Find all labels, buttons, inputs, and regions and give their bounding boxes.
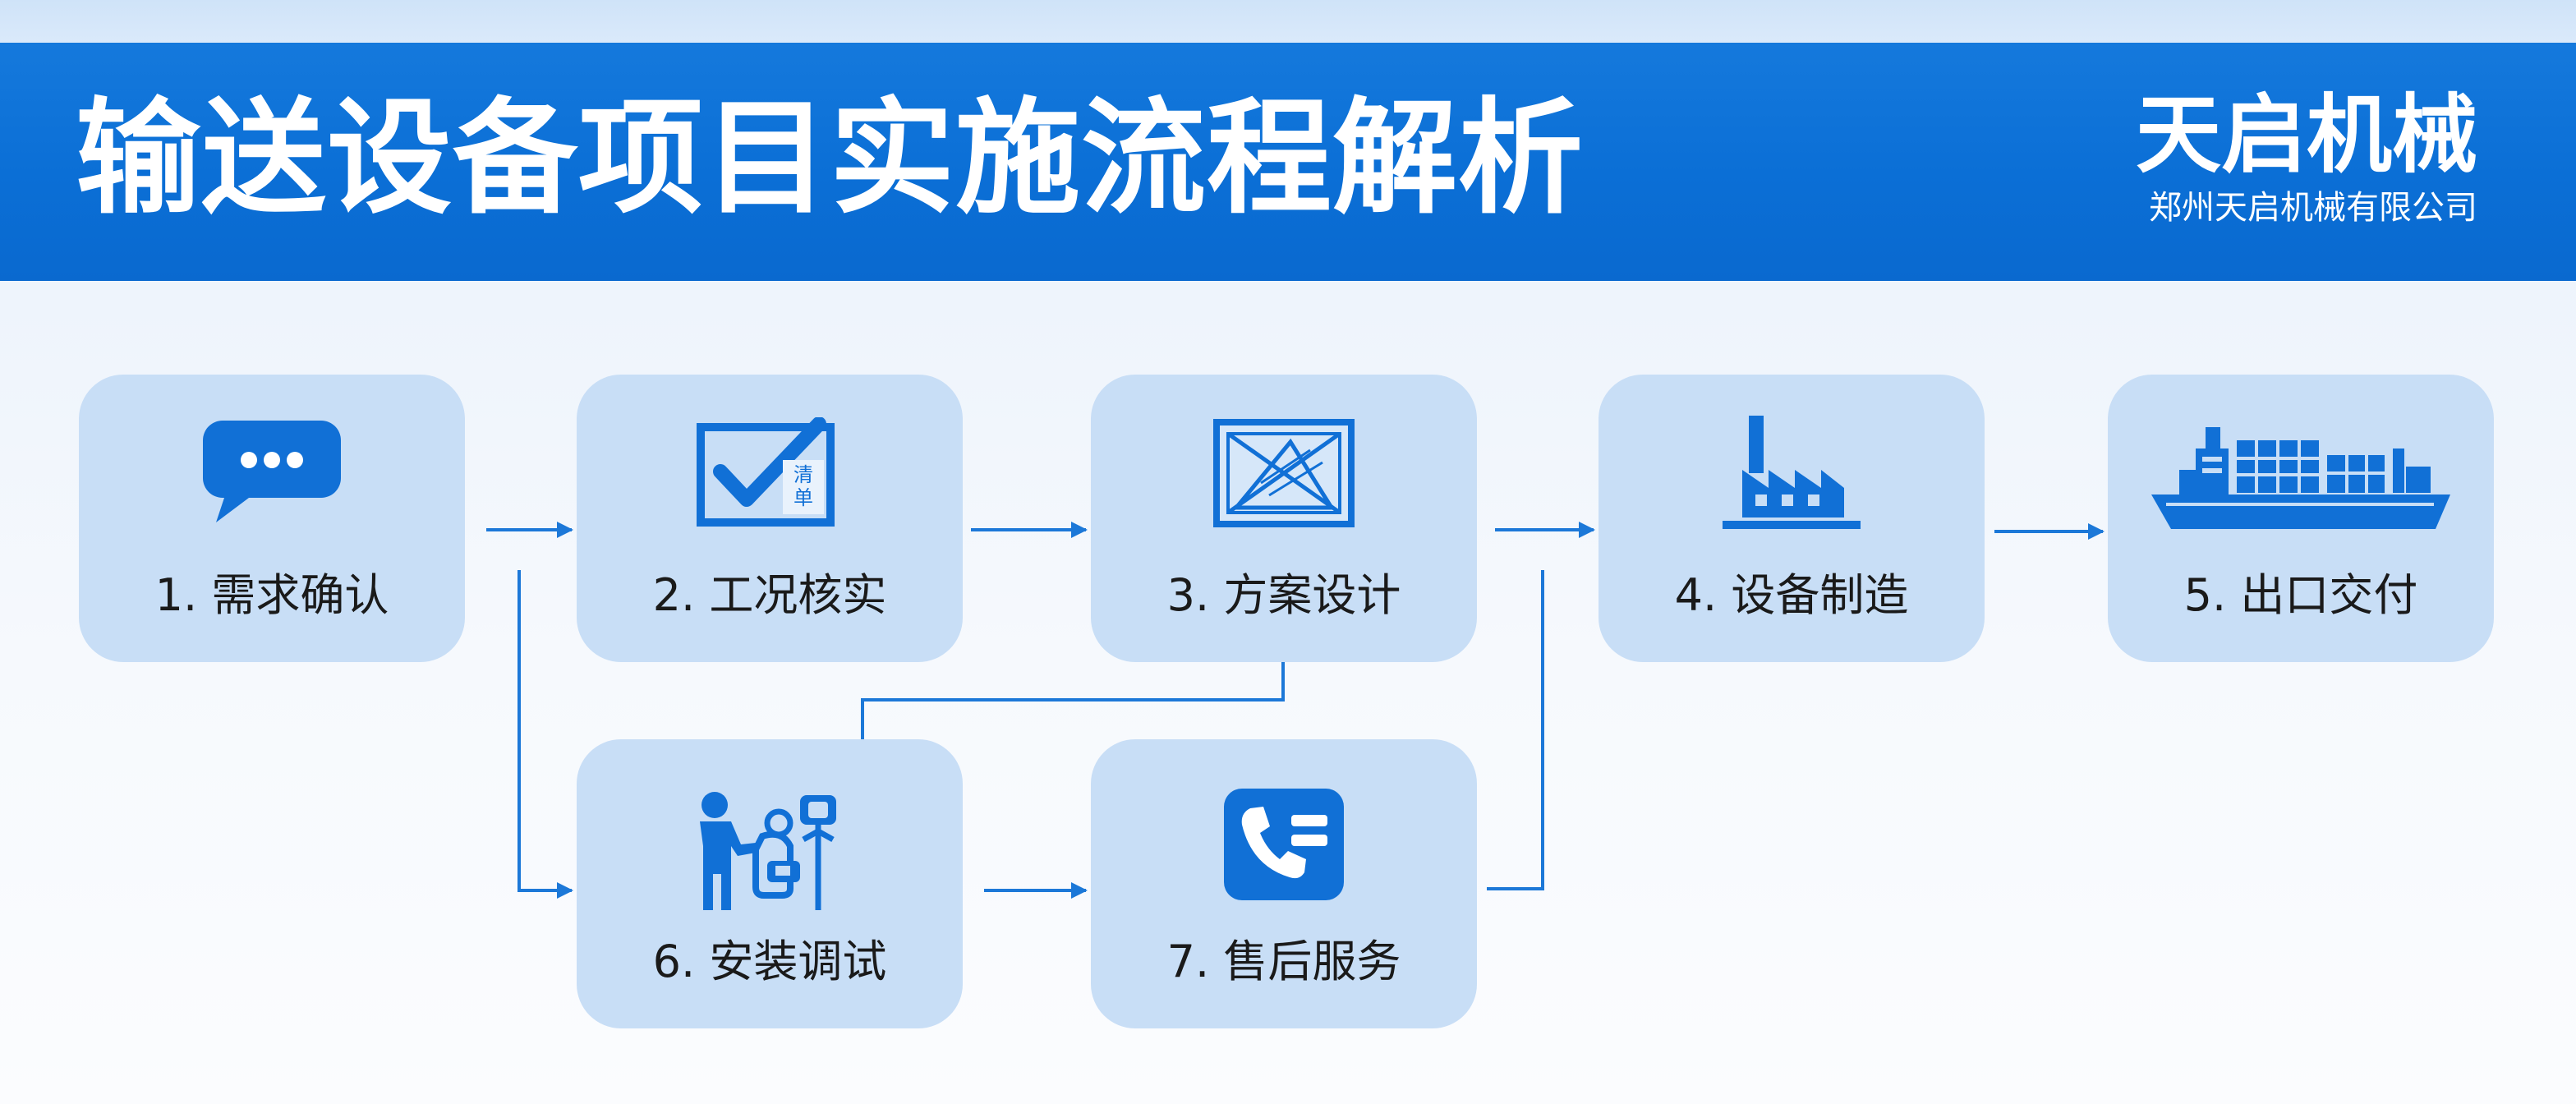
- step-label-7: 7. 售后服务: [1166, 936, 1401, 987]
- step-card-1: 1. 需求确认: [79, 375, 465, 662]
- step-card-3: 3. 方案设计: [1091, 375, 1477, 662]
- header-banner: [0, 43, 2576, 281]
- step-card-5: 5. 出口交付: [2108, 375, 2494, 662]
- step-card-7: 7. 售后服务: [1091, 739, 1477, 1028]
- step-card-2: 清 单 2. 工况核实: [577, 375, 963, 662]
- technician-machine-icon: [683, 787, 856, 913]
- checklist-icon-text: 清: [794, 463, 813, 486]
- cargo-ship-icon: [2146, 416, 2455, 542]
- top-band: [0, 0, 2576, 46]
- chat-bubble-icon: [198, 414, 346, 532]
- step-card-6: 6. 安装调试: [577, 739, 963, 1028]
- step-label-5: 5. 出口交付: [2183, 569, 2418, 621]
- step-label-1: 1. 需求确认: [154, 569, 389, 621]
- brand-name: 天启机械: [2135, 85, 2477, 185]
- connector-3-6: [861, 662, 1285, 739]
- checklist-icon: 清 单: [696, 416, 844, 532]
- step-card-4: 4. 设备制造: [1598, 375, 1985, 662]
- brand-company: 郑州天启机械有限公司: [2149, 189, 2477, 227]
- arrow-1-6: [518, 570, 573, 899]
- factory-icon: [1719, 416, 1864, 542]
- step-label-2: 2. 工况核实: [652, 569, 887, 621]
- brand-block: 天启机械 郑州天启机械有限公司: [2083, 84, 2477, 228]
- page-title: 输送设备项目实施流程解析: [76, 85, 1584, 231]
- step-label-3: 3. 方案设计: [1166, 569, 1401, 621]
- step-label-6: 6. 安装调试: [652, 936, 887, 987]
- step-label-4: 4. 设备制造: [1674, 569, 1909, 621]
- connector-7-4: [1487, 570, 1544, 890]
- phone-service-icon: [1222, 787, 1346, 905]
- blueprint-icon: [1212, 417, 1356, 532]
- svg-text:单: 单: [794, 486, 813, 509]
